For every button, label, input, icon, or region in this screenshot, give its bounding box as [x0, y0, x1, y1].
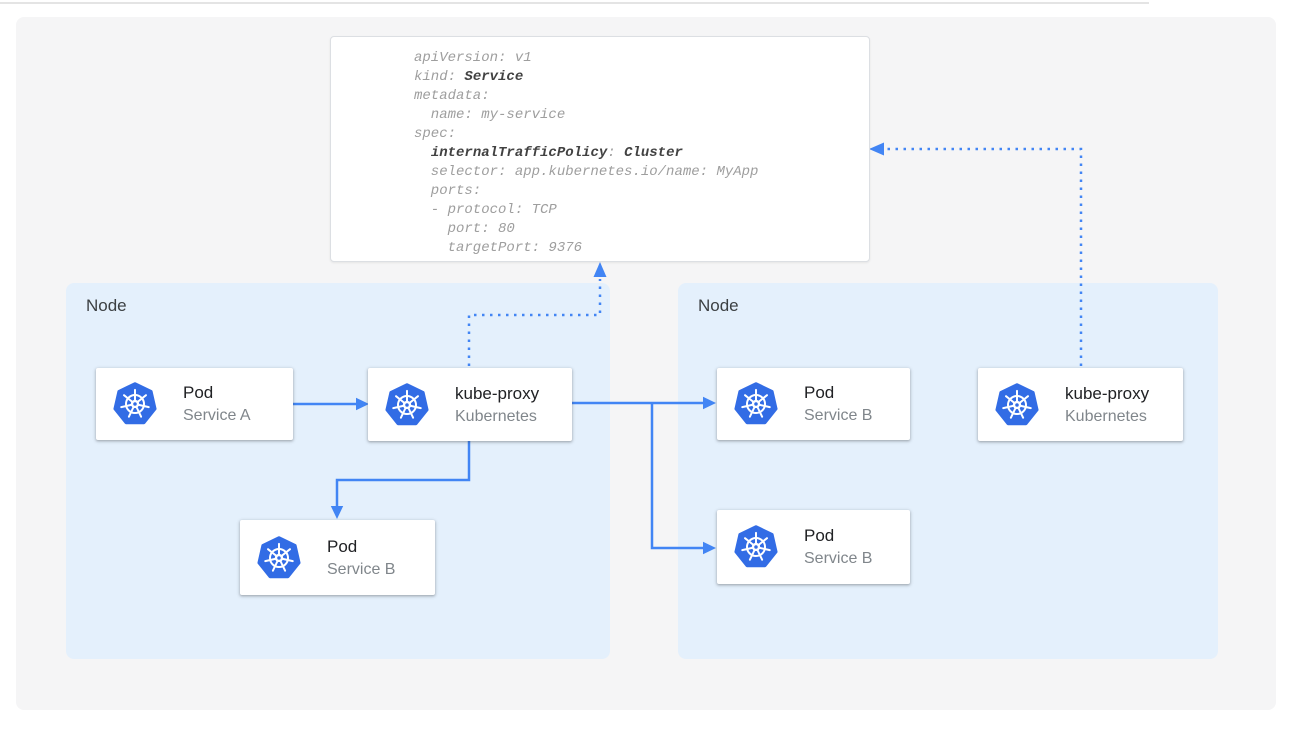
card-kube-proxy-left: kube-proxy Kubernetes: [368, 368, 572, 441]
yaml-code-line: targetPort: 9376: [414, 239, 869, 258]
card-title: kube-proxy: [455, 383, 539, 404]
yaml-code-line: metadata:: [414, 87, 869, 106]
node-label: Node: [698, 296, 739, 316]
yaml-code-line: spec:: [414, 125, 869, 144]
yaml-code-line: name: my-service: [414, 106, 869, 125]
card-subtitle: Service B: [804, 549, 872, 569]
card-subtitle: Service B: [804, 406, 872, 426]
card-pod-service-b-left: Pod Service B: [240, 520, 435, 595]
card-subtitle: Service B: [327, 560, 395, 580]
card-subtitle: Service A: [183, 406, 251, 426]
node-label: Node: [86, 296, 127, 316]
card-subtitle: Kubernetes: [1065, 407, 1149, 427]
yaml-code-line: selector: app.kubernetes.io/name: MyApp: [414, 163, 869, 182]
kubernetes-icon: [113, 382, 157, 426]
card-subtitle: Kubernetes: [455, 407, 539, 427]
node-box-left: Node: [66, 283, 610, 659]
card-title: Pod: [327, 536, 395, 557]
card-title: Pod: [183, 382, 251, 403]
card-title: Pod: [804, 525, 872, 546]
card-pod-service-b-right-top: Pod Service B: [717, 368, 910, 440]
yaml-code-line: kind: Service: [414, 68, 869, 87]
card-title: kube-proxy: [1065, 383, 1149, 404]
yaml-code-line: - protocol: TCP: [414, 201, 869, 220]
card-title: Pod: [804, 382, 872, 403]
kubernetes-icon: [734, 382, 778, 426]
service-yaml-card: apiVersion: v1kind: Servicemetadata: nam…: [330, 36, 870, 262]
kubernetes-icon: [385, 383, 429, 427]
card-pod-service-a: Pod Service A: [96, 368, 293, 440]
yaml-code-line: internalTrafficPolicy: Cluster: [414, 144, 869, 163]
kubernetes-icon: [257, 536, 301, 580]
yaml-code-line: ports:: [414, 182, 869, 201]
card-pod-service-b-right-bottom: Pod Service B: [717, 510, 910, 584]
card-kube-proxy-right: kube-proxy Kubernetes: [978, 368, 1183, 441]
service-yaml-code: apiVersion: v1kind: Servicemetadata: nam…: [331, 37, 869, 258]
yaml-code-line: apiVersion: v1: [414, 49, 869, 68]
top-divider: [0, 2, 1149, 4]
yaml-code-line: port: 80: [414, 220, 869, 239]
kubernetes-icon: [734, 525, 778, 569]
node-box-right: Node: [678, 283, 1218, 659]
kubernetes-icon: [995, 383, 1039, 427]
